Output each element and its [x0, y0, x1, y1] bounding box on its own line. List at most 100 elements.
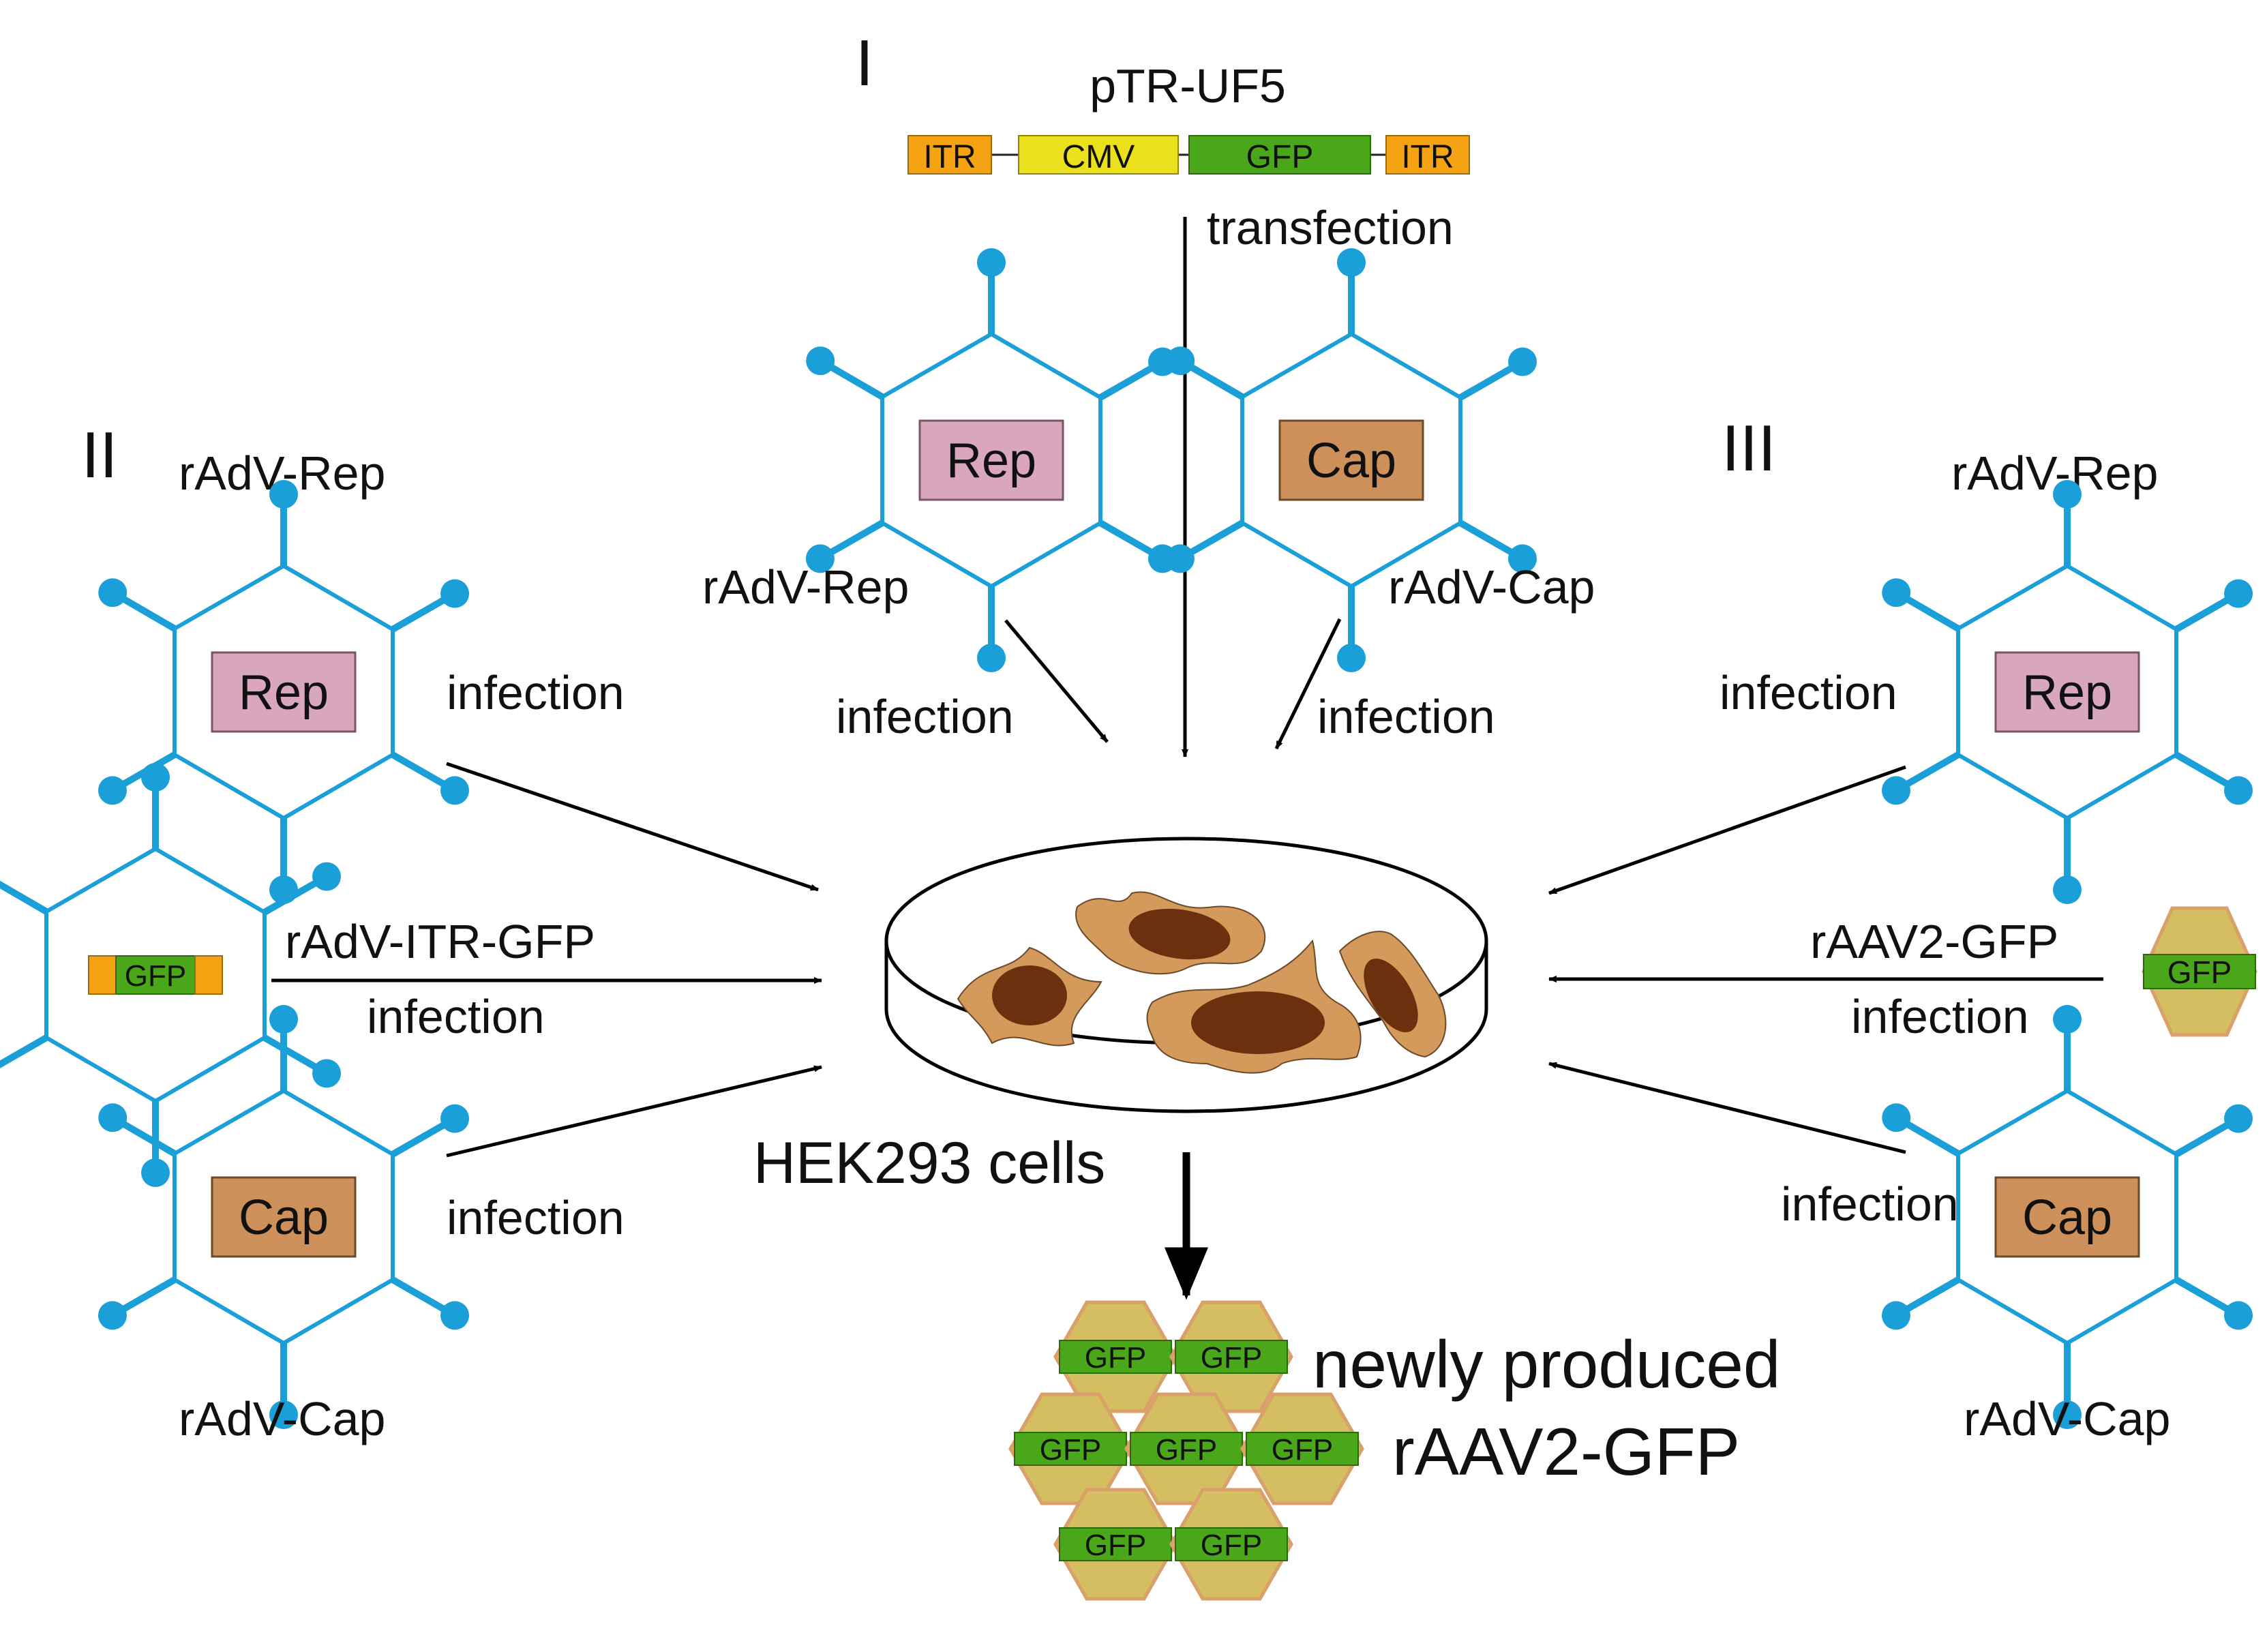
- cap-box-label: Cap: [239, 1190, 329, 1245]
- aav-gfp-box: [2143, 954, 2256, 989]
- left-rep-infection-label: infection: [447, 666, 625, 719]
- cap-box: [211, 1176, 357, 1258]
- plasmid-name: pTR-UF5: [1090, 59, 1286, 112]
- cap-box: [1994, 1176, 2140, 1258]
- virus-fiber-knob: [2053, 1400, 2082, 1429]
- rep-box: [211, 651, 357, 733]
- virus-fiber-knob: [440, 579, 470, 608]
- virus-fiber-knob: [97, 1301, 127, 1330]
- virus-fiber: [0, 1034, 48, 1068]
- aav-particle: GFP: [1240, 1392, 1364, 1505]
- rep-box: [918, 419, 1064, 501]
- cmv-element: [1018, 135, 1179, 175]
- virus-fiber-knob: [2053, 1005, 2082, 1034]
- virus-fiber-knob: [1882, 578, 1911, 607]
- top-cap-virus: Cap: [1165, 248, 1537, 672]
- hek293-cells: [957, 891, 1447, 1074]
- virus-fiber: [0, 880, 48, 915]
- aav-particle: GFP: [1008, 1392, 1132, 1505]
- virus-fiber-knob: [806, 346, 835, 376]
- virus-fiber-knob: [440, 776, 470, 805]
- virus-fiber-knob: [1881, 1301, 1910, 1330]
- left-rep-infection-arrow: [446, 762, 819, 892]
- aav-gfp-label: GFP: [1040, 1433, 1101, 1467]
- virus-fiber-knob: [1882, 1103, 1911, 1132]
- gfp-small-label: GFP: [125, 959, 186, 993]
- aav-gfp-box: [1175, 1340, 1288, 1374]
- rep-box-label: Rep: [2022, 665, 2112, 720]
- cell: [957, 946, 1102, 1047]
- aav-gfp-label: GFP: [1085, 1341, 1146, 1375]
- virus-hexagon: [1165, 248, 1537, 672]
- top-rep-virus: Rep: [805, 248, 1177, 672]
- top-rep-virus-name: rAdV-Rep: [702, 560, 909, 614]
- cell: [1146, 939, 1362, 1074]
- panel-ii: II rAdV-Rep Rep infection GFP rAdV-ITR-G…: [0, 419, 822, 1445]
- aav-gfp-label: GFP: [1201, 1529, 1262, 1562]
- virus-fiber-knob: [977, 644, 1006, 672]
- panel-ii-numeral: II: [81, 419, 117, 492]
- top-rep-infection-arrow: [1004, 619, 1109, 743]
- rep-box-label: Rep: [239, 665, 329, 720]
- transfection-label: transfection: [1207, 201, 1454, 254]
- top-cap-infection-arrow: [1274, 618, 1342, 750]
- virus-fiber-knob: [977, 248, 1006, 277]
- aav-particle: GFP: [1169, 1488, 1293, 1601]
- virus-fiber-knob: [141, 1158, 170, 1187]
- cmv-label: CMV: [1062, 139, 1135, 175]
- panel-iii-numeral: III: [1722, 412, 1776, 485]
- left-cap-virus-name: rAdV-Cap: [179, 1392, 385, 1445]
- virus-fiber-knob: [2224, 776, 2253, 805]
- virus-fiber-knob: [1508, 544, 1537, 573]
- culture-dish: [884, 837, 1488, 1113]
- virus-fiber-knob: [2224, 1104, 2253, 1133]
- right-cap-virus: Cap: [1881, 1005, 2253, 1429]
- virus-fiber-knob: [97, 776, 127, 805]
- virus-fiber-knob: [1508, 347, 1537, 376]
- left-itr-gfp-virus-name: rAdV-ITR-GFP: [285, 915, 595, 968]
- cell: [1338, 931, 1447, 1058]
- virus-fiber-knob: [2224, 579, 2253, 608]
- virus-fiber-knob: [141, 763, 170, 792]
- left-itr-gfp-infection-label: infection: [367, 990, 545, 1043]
- hek293-cells-label: HEK293 cells: [753, 1130, 1105, 1196]
- right-rep-infection-arrow: [1548, 765, 1906, 895]
- aav-particle: GFP: [1053, 1300, 1177, 1413]
- left-cap-infection-arrow: [446, 1065, 822, 1158]
- cap-box-label: Cap: [1306, 434, 1396, 488]
- itr-right-small: [194, 955, 223, 995]
- aav-gfp-box: [1246, 1432, 1359, 1466]
- aav-gfp-label: GFP: [1085, 1529, 1146, 1562]
- virus-fiber-knob: [1337, 248, 1366, 277]
- top-cap-infection-label: infection: [1317, 690, 1495, 743]
- virus-fiber-knob: [269, 480, 298, 509]
- left-cap-infection-label: infection: [447, 1191, 625, 1244]
- left-cap-virus: Cap: [97, 1005, 470, 1429]
- virus-fiber-knob: [269, 1005, 298, 1034]
- virus-fiber-knob: [269, 1400, 298, 1429]
- top-cap-virus-name: rAdV-Cap: [1388, 560, 1595, 614]
- virus-fiber-knob: [312, 862, 342, 891]
- right-cap-virus-name: rAdV-Cap: [1964, 1392, 2170, 1445]
- virus-fiber-knob: [98, 1103, 127, 1132]
- aav-particle: GFP: [1169, 1300, 1293, 1413]
- rep-box-label: Rep: [946, 434, 1036, 488]
- aav-gfp-box: [1059, 1340, 1172, 1374]
- left-itr-gfp-virus: GFP: [0, 763, 342, 1187]
- right-cap-infection-arrow: [1548, 1062, 1906, 1154]
- right-aav-infection-label: infection: [1851, 990, 2029, 1043]
- itr-left-element: [907, 135, 992, 175]
- plasmid-construct: ITR CMV GFP ITR: [907, 135, 1470, 175]
- virus-fiber-knob: [805, 544, 835, 573]
- virus-fiber-knob: [2053, 875, 2082, 904]
- virus-fiber-knob: [98, 578, 127, 607]
- aav-gfp-box: [1175, 1527, 1288, 1561]
- itr-left-small: [88, 955, 117, 995]
- right-rep-infection-label: infection: [1720, 666, 1897, 719]
- panel-i: I pTR-UF5 ITR CMV GFP ITR transfection R…: [702, 27, 1595, 757]
- gfp-small: [115, 955, 196, 995]
- aav-gfp-label: GFP: [1272, 1433, 1333, 1467]
